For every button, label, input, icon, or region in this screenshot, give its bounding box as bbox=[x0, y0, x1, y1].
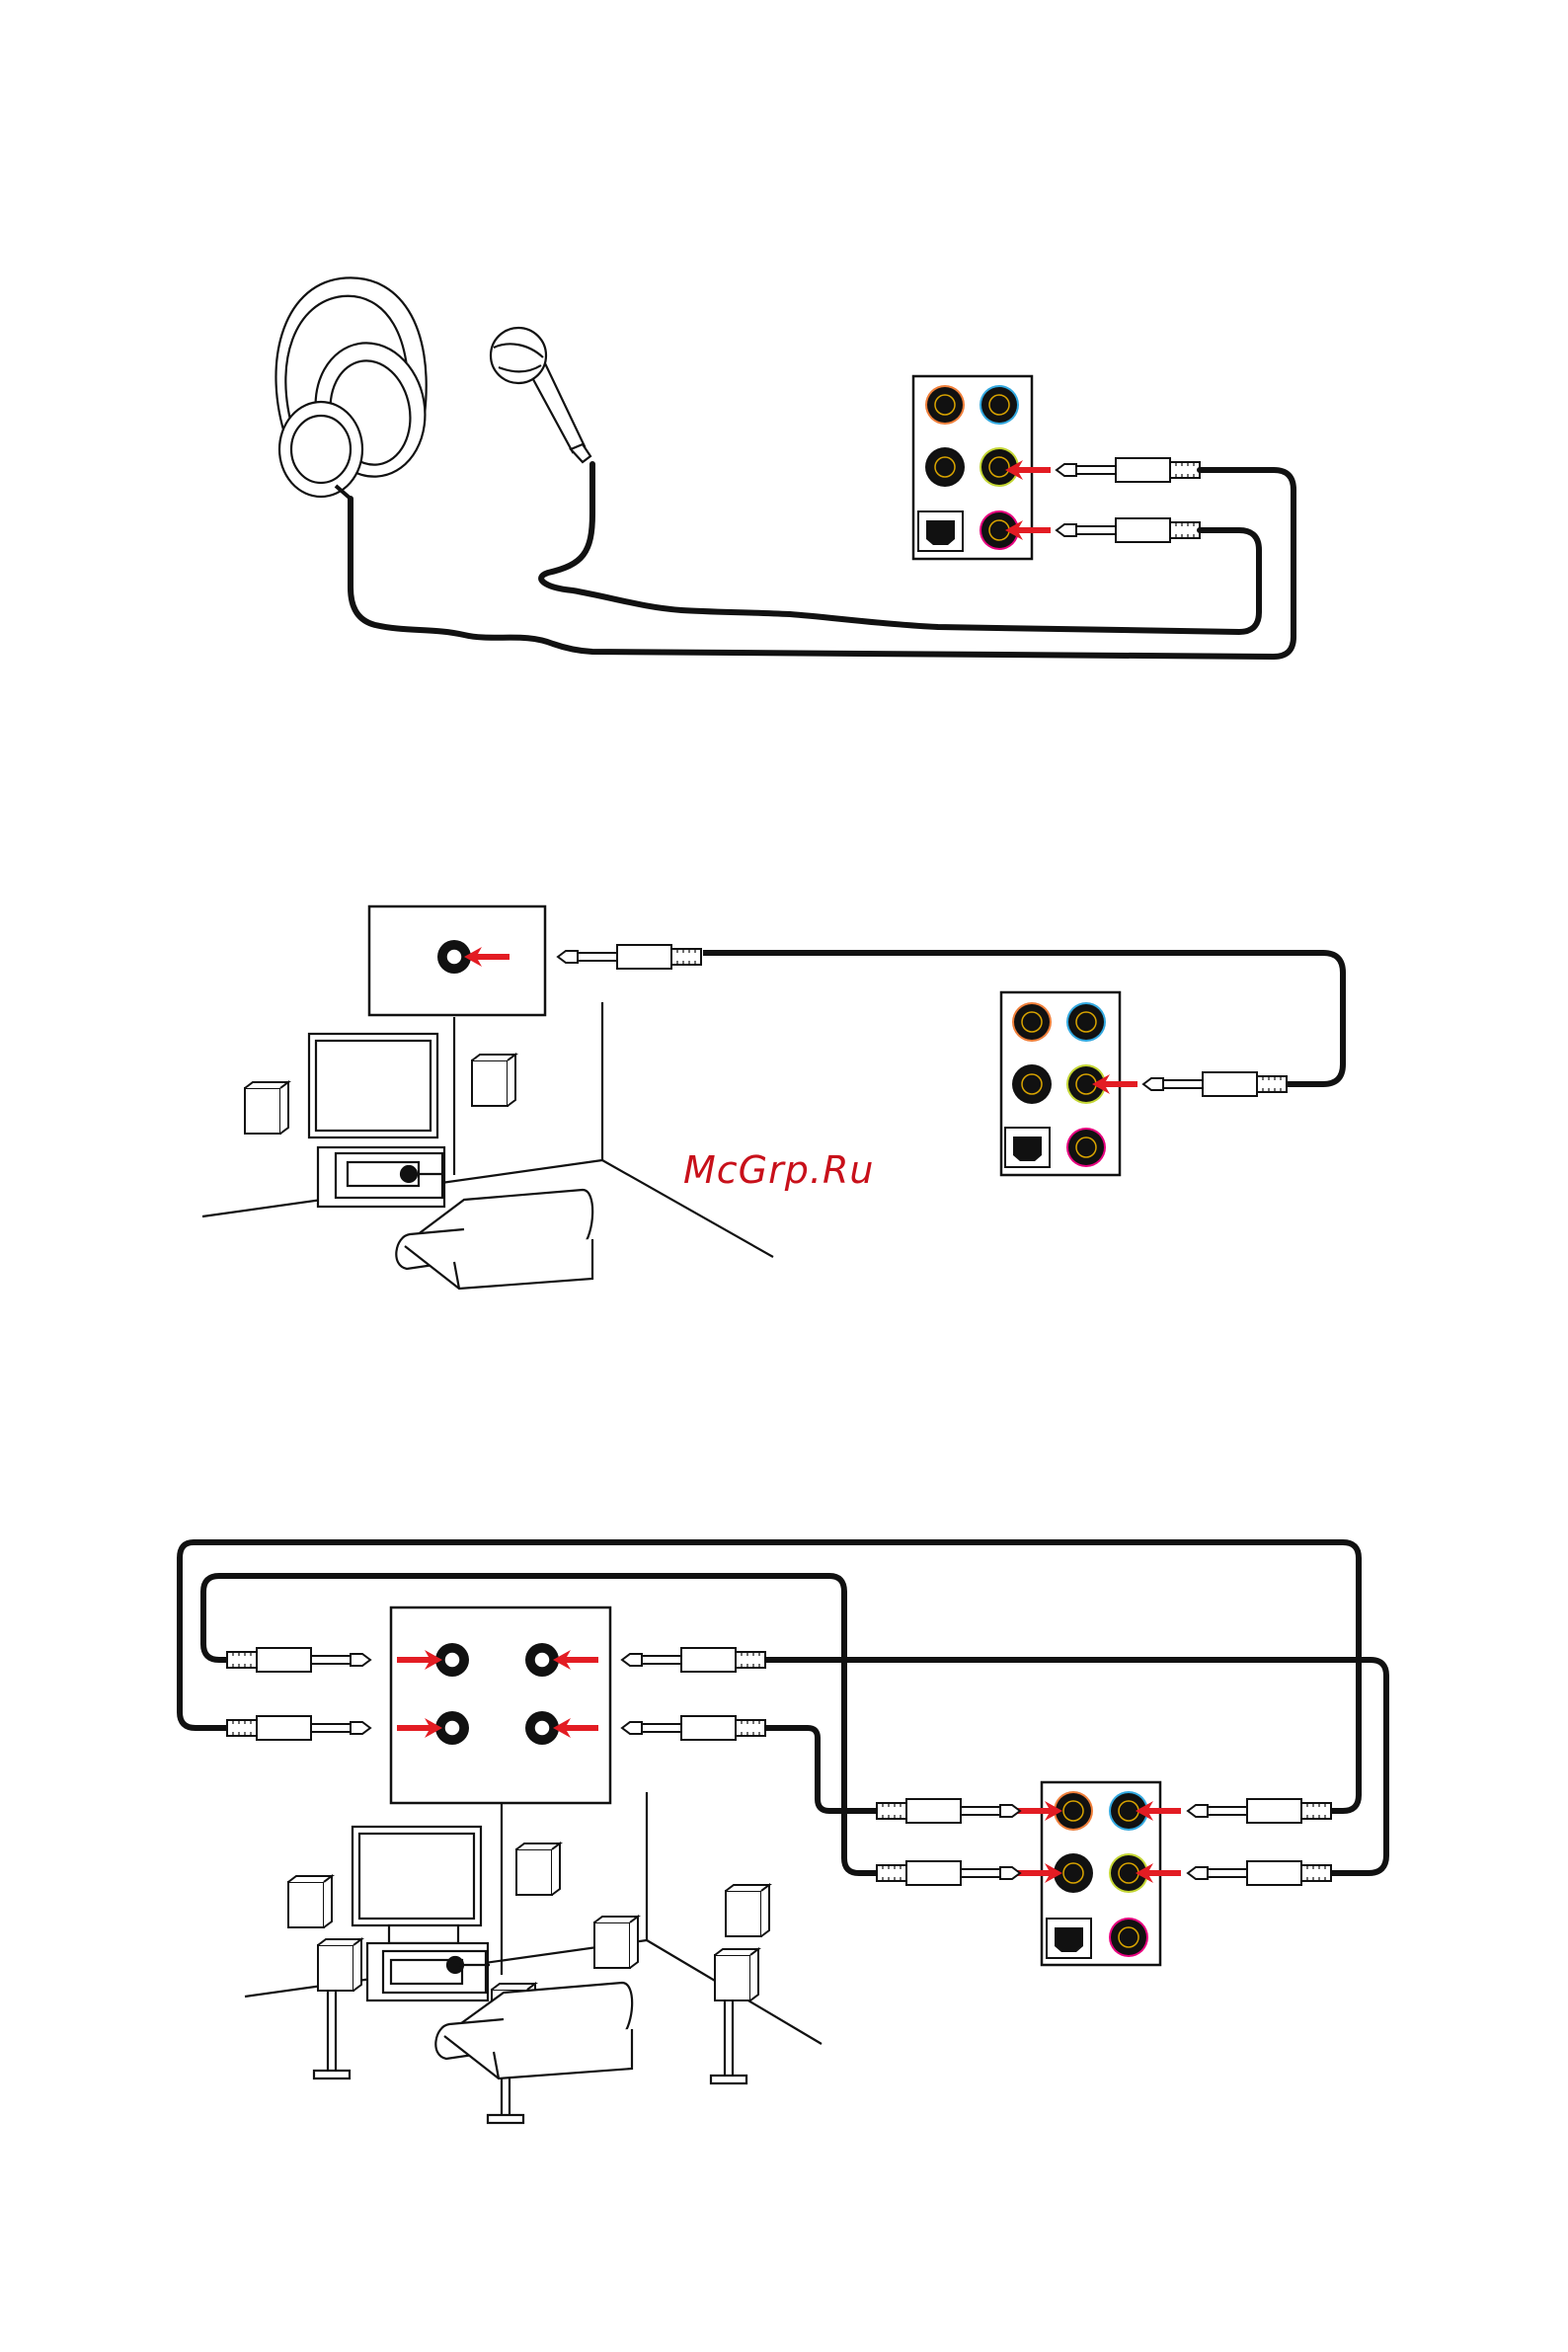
cable-orange bbox=[765, 1728, 877, 1811]
mic-in-pink-jack bbox=[1066, 1128, 1106, 1167]
watermark-text: McGrp.Ru bbox=[683, 1148, 874, 1192]
line-in-blue-jack bbox=[980, 385, 1019, 425]
optical-spdif-port bbox=[918, 511, 963, 551]
mic-in-pink-jack bbox=[1109, 1918, 1148, 1957]
headphone-icon bbox=[275, 277, 434, 499]
line-in-orange-jack bbox=[1012, 1002, 1052, 1042]
stereo-speaker-diagram bbox=[202, 906, 1343, 1289]
headphone-mic-diagram bbox=[275, 277, 1294, 657]
microphone-plug bbox=[1057, 518, 1200, 542]
rear-black-jack bbox=[925, 447, 965, 487]
rear-black-jack bbox=[1012, 1064, 1052, 1104]
microphone-icon bbox=[491, 328, 590, 462]
headphone-plug bbox=[1057, 458, 1200, 482]
optical-spdif-port bbox=[1005, 1128, 1050, 1167]
living-room-surround-icon bbox=[245, 1792, 822, 2123]
line-in-orange-jack bbox=[925, 385, 965, 425]
optical-spdif-port bbox=[1047, 1919, 1091, 1958]
living-room-stereo-icon bbox=[202, 1002, 773, 1289]
surround-speaker-diagram bbox=[180, 1542, 1386, 2123]
line-in-blue-jack bbox=[1066, 1002, 1106, 1042]
cable-blue bbox=[180, 1542, 1359, 1811]
amplifier-input-box bbox=[369, 906, 545, 1015]
amplifier-4-input-box bbox=[391, 1607, 610, 1803]
line-out-plug bbox=[1143, 1072, 1287, 1096]
